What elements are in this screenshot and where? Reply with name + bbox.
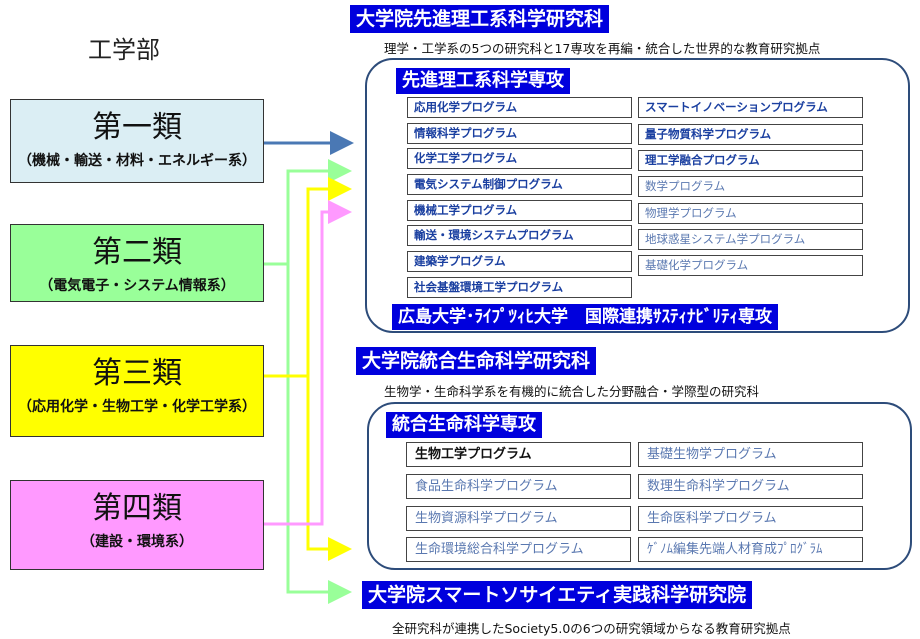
category-4-name: 第四類	[92, 491, 182, 526]
program-item: 食品生命科学プログラム	[406, 474, 631, 499]
category-3-name: 第三類	[92, 356, 182, 391]
program-item: 生命医科学プログラム	[638, 506, 863, 531]
program-item: 基礎生物学プログラム	[638, 442, 863, 467]
program-item: 建築学プログラム	[407, 251, 632, 272]
program-item: 地球惑星システム学プログラム	[638, 229, 863, 250]
faculty-title: 工学部	[88, 36, 160, 64]
arrow-cat3-school2	[306, 376, 352, 561]
category-3-sub: （応用化学・生物工学・化学工学系）	[18, 399, 256, 415]
school-2-major: 統合生命科学専攻	[386, 412, 542, 438]
arrow-cat3-school1	[264, 177, 352, 378]
program-item: 輸送・環境システムプログラム	[407, 225, 632, 246]
category-1-name: 第一類	[92, 110, 182, 145]
program-item: 情報科学プログラム	[407, 123, 632, 144]
program-item: 機械工学プログラム	[407, 200, 632, 221]
school-3-title: 大学院スマートソサイエティ実践科学研究院	[362, 581, 753, 609]
school-2-title: 大学院統合生命科学研究科	[356, 347, 597, 375]
program-item: 応用化学プログラム	[407, 97, 632, 118]
school-1-panel	[365, 58, 910, 333]
category-4-sub: （建設・環境系）	[81, 534, 193, 550]
arrow-cat2-school1	[264, 159, 352, 266]
program-item: 数学プログラム	[638, 176, 863, 197]
program-item: 数理生命科学プログラム	[638, 474, 863, 499]
school-1-joint-major: 広島大学･ﾗｲﾌﾟﾂｨﾋ大学 国際連携ｻｽﾃｨﾅﾋﾞﾘﾃｨ専攻	[392, 304, 778, 330]
program-item: 理工学融合プログラム	[638, 150, 863, 171]
program-item: 生命環境総合科学プログラム	[406, 537, 631, 562]
arrow-cat4-school1	[264, 200, 352, 526]
school-1-major: 先進理工系科学専攻	[396, 68, 570, 94]
school-2-panel	[367, 402, 912, 570]
program-item: 量子物質科学プログラム	[638, 124, 863, 145]
program-item: 生物工学プログラム	[406, 442, 631, 467]
program-item: 物理学プログラム	[638, 203, 863, 224]
category-2: 第二類 （電気電子・システム情報系）	[10, 224, 264, 302]
school-1-desc: 理学・工学系の5つの研究科と17専攻を再編・統合した世界的な教育研究拠点	[384, 41, 821, 56]
program-item: 化学工学プログラム	[407, 148, 632, 169]
category-4: 第四類 （建設・環境系）	[10, 480, 264, 570]
program-item: 基礎化学プログラム	[638, 255, 863, 276]
category-1-sub: （機械・輸送・材料・エネルギー系）	[18, 153, 256, 169]
arrow-cat2-smart	[286, 264, 352, 604]
category-1: 第一類 （機械・輸送・材料・エネルギー系）	[10, 99, 264, 183]
category-2-name: 第二類	[92, 235, 182, 270]
school-1-title: 大学院先進理工系科学研究科	[350, 5, 610, 33]
program-item: ｹﾞﾉﾑ編集先端人材育成ﾌﾟﾛｸﾞﾗﾑ	[638, 537, 863, 562]
program-item: 生物資源科学プログラム	[406, 506, 631, 531]
program-item: 電気システム制御プログラム	[407, 174, 632, 195]
school-3-desc: 全研究科が連携したSociety5.0の6つの研究領域からなる教育研究拠点	[392, 621, 791, 636]
program-item: スマートイノベーションプログラム	[638, 97, 863, 118]
school-2-desc: 生物学・生命科学系を有機的に統合した分野融合・学際型の研究科	[384, 384, 760, 399]
category-2-sub: （電気電子・システム情報系）	[39, 278, 235, 294]
category-3: 第三類 （応用化学・生物工学・化学工学系）	[10, 345, 264, 437]
program-item: 社会基盤環境工学プログラム	[407, 277, 632, 298]
